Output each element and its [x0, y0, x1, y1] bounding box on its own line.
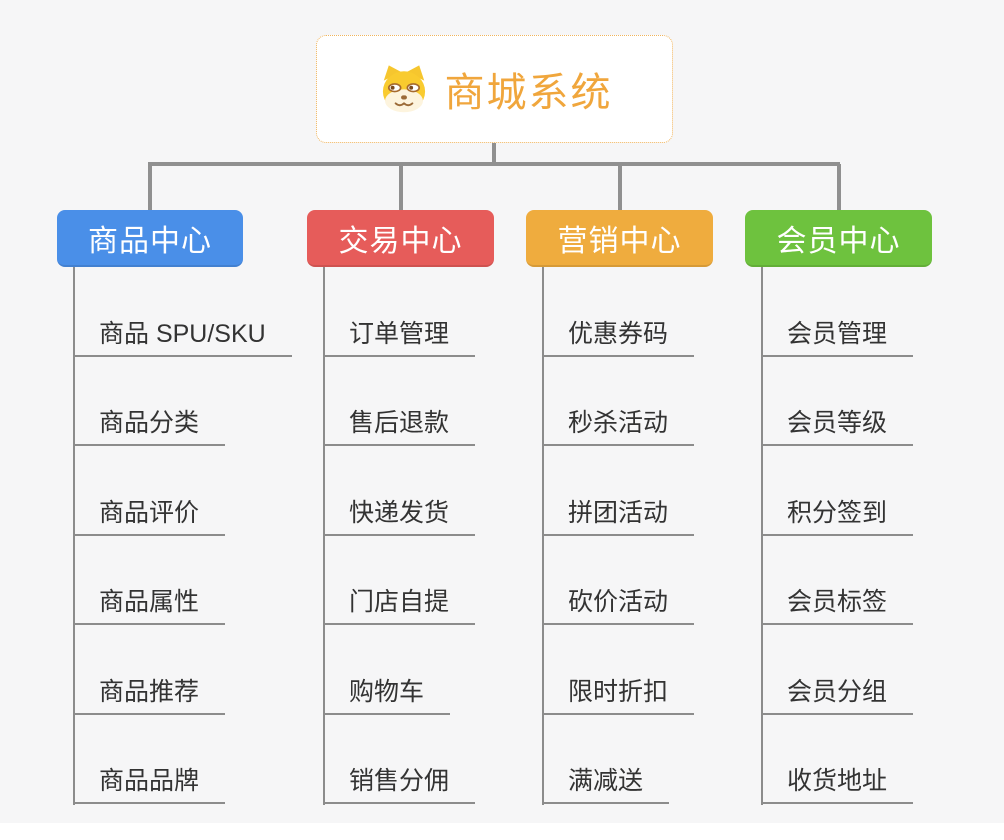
leaf-label: 砍价活动 — [568, 588, 669, 616]
leaf-node[interactable]: 订单管理 — [323, 267, 476, 357]
branch-node-member-center[interactable]: 会员中心 — [745, 210, 932, 267]
leaf-node[interactable]: 商品推荐 — [73, 625, 226, 715]
leaf-label: 优惠券码 — [568, 319, 669, 348]
connector-drop-member-center — [836, 164, 841, 210]
connector-branch-vline — [542, 267, 544, 805]
leaf-node[interactable]: 商品分类 — [73, 357, 226, 446]
branch-label: 商品中心 — [88, 224, 212, 258]
branch-children-product-center: 商品 SPU/SKU 商品分类商品评价商品属性商品推荐商品品牌 — [73, 267, 292, 805]
leaf-node[interactable]: 会员等级 — [761, 357, 914, 446]
leaf-label: 商品 SPU/SKU — [99, 319, 266, 348]
branch-children-marketing-center: 优惠券码秒杀活动拼团活动砍价活动限时折扣满减送 — [542, 267, 695, 805]
leaf-label: 门店自提 — [349, 588, 450, 616]
leaf-node[interactable]: 会员标签 — [761, 536, 914, 625]
root-title: 商城系统 — [444, 71, 613, 115]
branch-label: 交易中心 — [338, 224, 463, 258]
leaf-node[interactable]: 购物车 — [323, 625, 451, 715]
leaf-node[interactable]: 售后退款 — [323, 357, 476, 446]
leaf-node[interactable]: 商品 SPU/SKU — [73, 267, 292, 357]
leaf-label: 商品评价 — [99, 498, 200, 527]
branch-node-trade-center[interactable]: 交易中心 — [307, 210, 494, 267]
branch-label: 营销中心 — [557, 224, 682, 258]
root-node[interactable]: 商城系统 — [316, 35, 673, 143]
leaf-label: 订单管理 — [349, 319, 450, 348]
leaf-label: 商品推荐 — [99, 677, 200, 706]
leaf-label: 会员管理 — [787, 319, 888, 348]
leaf-label: 积分签到 — [787, 498, 888, 527]
leaf-node[interactable]: 商品品牌 — [73, 715, 226, 804]
branch-node-product-center[interactable]: 商品中心 — [57, 210, 243, 267]
connector-drop-trade-center — [398, 164, 403, 210]
leaf-label: 拼团活动 — [568, 498, 669, 527]
leaf-label: 会员标签 — [787, 588, 888, 616]
leaf-label: 销售分佣 — [349, 767, 450, 795]
leaf-node[interactable]: 秒杀活动 — [542, 357, 695, 446]
leaf-node[interactable]: 商品属性 — [73, 536, 226, 625]
canvas-bottom-edge — [0, 823, 1004, 840]
leaf-label: 商品品牌 — [99, 767, 200, 795]
leaf-label: 购物车 — [349, 677, 425, 706]
leaf-label: 快递发货 — [349, 498, 450, 527]
leaf-node[interactable]: 门店自提 — [323, 536, 476, 625]
leaf-node[interactable]: 会员管理 — [761, 267, 914, 357]
connector-drop-marketing-center — [617, 164, 622, 210]
connector-branch-vline — [73, 267, 75, 805]
leaf-label: 会员分组 — [787, 677, 888, 706]
leaf-label: 限时折扣 — [568, 677, 669, 706]
leaf-node[interactable]: 限时折扣 — [542, 625, 695, 715]
branch-node-marketing-center[interactable]: 营销中心 — [526, 210, 713, 267]
leaf-node[interactable]: 积分签到 — [761, 446, 914, 536]
doge-icon — [377, 64, 431, 114]
leaf-node[interactable]: 商品评价 — [73, 446, 226, 536]
leaf-label: 秒杀活动 — [568, 409, 669, 437]
leaf-node[interactable]: 拼团活动 — [542, 446, 695, 536]
leaf-node[interactable]: 满减送 — [542, 715, 670, 804]
connector-horizontal — [148, 162, 840, 166]
connector-branch-vline — [323, 267, 325, 805]
connector-root-stem — [492, 143, 496, 163]
leaf-node[interactable]: 收货地址 — [761, 715, 914, 804]
leaf-label: 商品分类 — [99, 409, 200, 437]
branch-label: 会员中心 — [776, 224, 901, 258]
leaf-node[interactable]: 会员分组 — [761, 625, 914, 715]
leaf-label: 会员等级 — [787, 409, 888, 437]
leaf-label: 售后退款 — [349, 409, 450, 437]
leaf-node[interactable]: 销售分佣 — [323, 715, 476, 804]
branch-children-trade-center: 订单管理售后退款快递发货门店自提购物车销售分佣 — [323, 267, 476, 805]
leaf-label: 满减送 — [568, 767, 644, 795]
leaf-node[interactable]: 砍价活动 — [542, 536, 695, 625]
leaf-node[interactable]: 优惠券码 — [542, 267, 695, 357]
branch-children-member-center: 会员管理会员等级积分签到会员标签会员分组收货地址 — [761, 267, 914, 805]
leaf-label: 商品属性 — [99, 588, 200, 616]
connector-drop-product-center — [148, 164, 152, 210]
leaf-label: 收货地址 — [787, 767, 888, 795]
connector-branch-vline — [761, 267, 763, 805]
leaf-node[interactable]: 快递发货 — [323, 446, 476, 536]
